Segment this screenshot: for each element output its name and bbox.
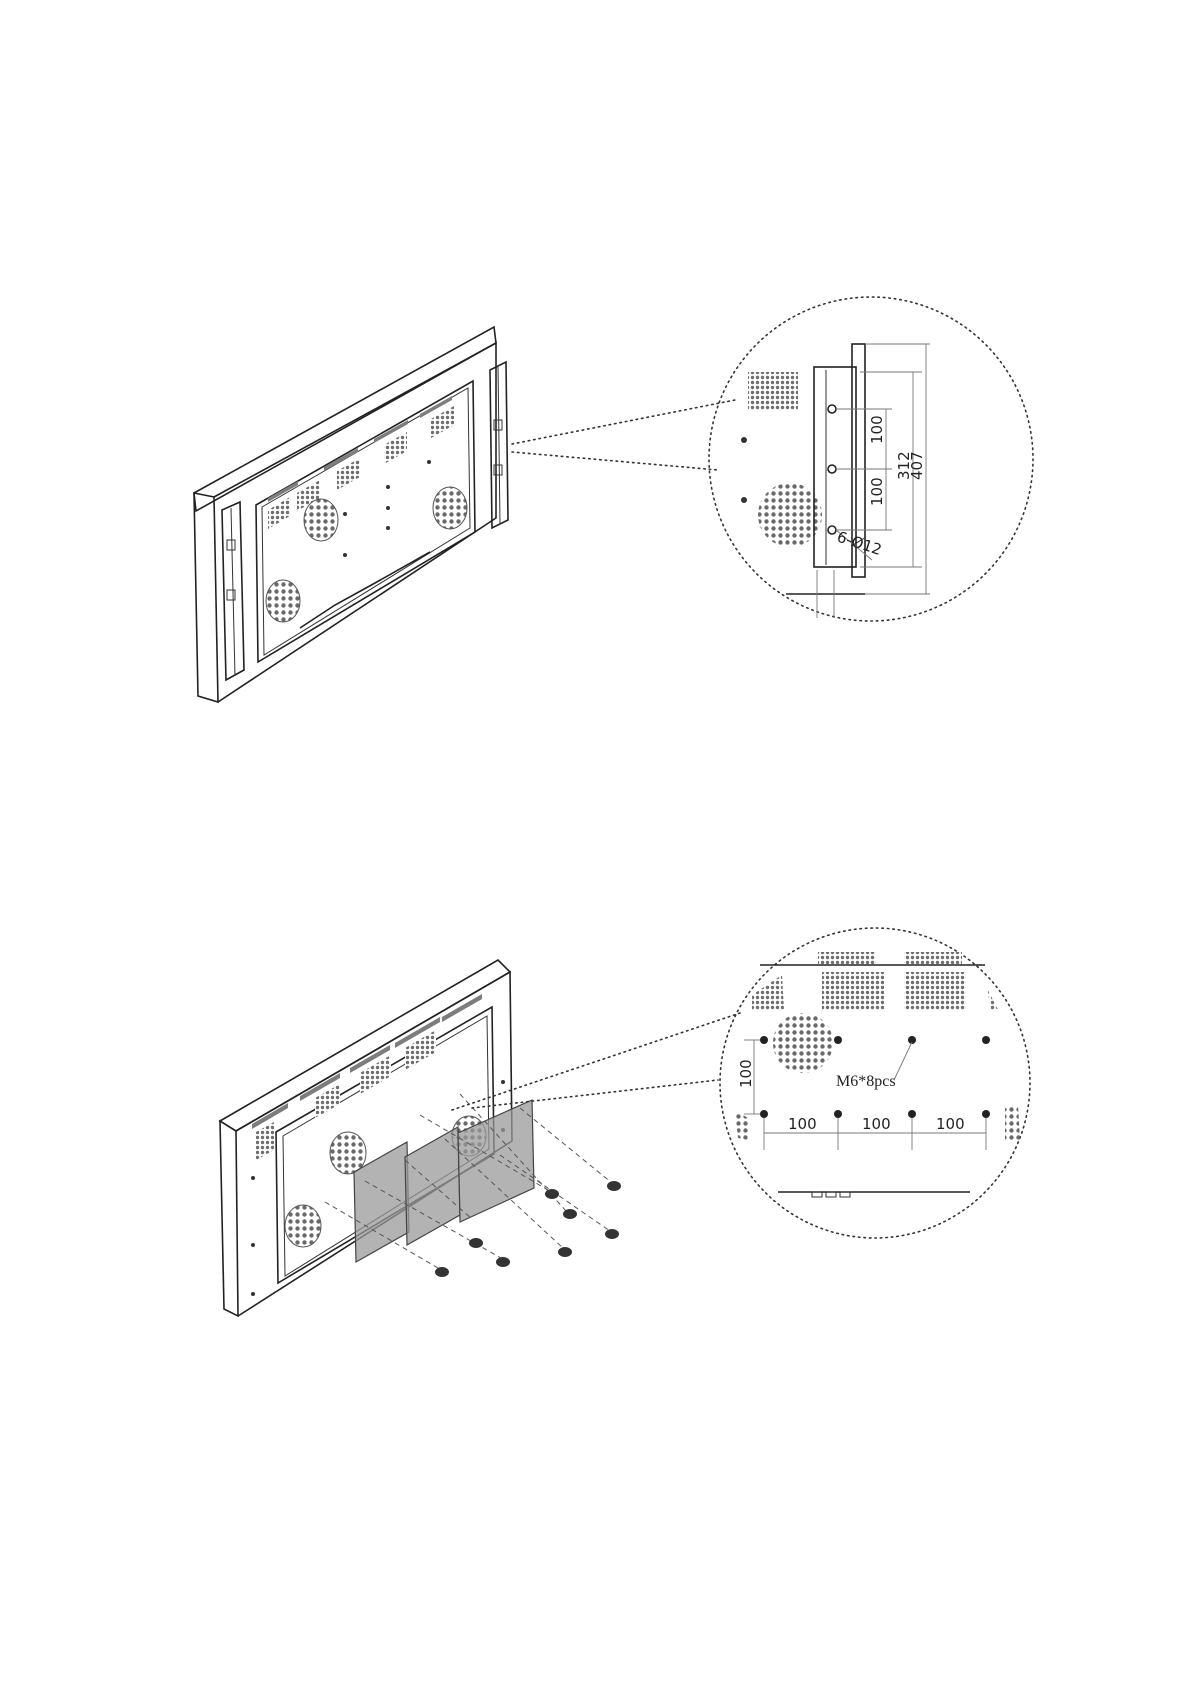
screw-note: M6*8pcs bbox=[836, 1073, 896, 1090]
figure-1-bracket-mounting: 100 100 312 407 6-Ø12 bbox=[194, 297, 1033, 702]
callout-2-fan bbox=[773, 1013, 833, 1073]
vesa-plates bbox=[354, 1100, 534, 1262]
screw-7 bbox=[607, 1181, 621, 1191]
callout-2-leader-top bbox=[452, 1013, 740, 1110]
callout-1-vent bbox=[748, 372, 798, 410]
callout-1-hole-1 bbox=[828, 405, 836, 413]
monitor-1-port-strip bbox=[300, 552, 430, 628]
monitor-1-left-side bbox=[194, 493, 218, 702]
callout-1-detail: 100 100 312 407 6-Ø12 bbox=[709, 297, 1033, 621]
callout-1-leader-bottom bbox=[512, 452, 718, 470]
dim-h3: 100 bbox=[936, 1115, 965, 1133]
screw-1 bbox=[435, 1267, 449, 1277]
vesa-plate-2 bbox=[405, 1127, 460, 1245]
dim-overall: 407 bbox=[908, 451, 926, 480]
screw-8 bbox=[605, 1229, 619, 1239]
callout-2-detail: 100 100 100 100 M6*8pcs bbox=[720, 928, 1030, 1238]
callout-1-leader-top bbox=[512, 400, 735, 444]
monitor-1-rear-view bbox=[194, 327, 508, 702]
callout-2-vent-1 bbox=[822, 972, 884, 1010]
figure-2-vesa-plate-mounting: 100 100 100 100 M6*8pcs bbox=[220, 928, 1030, 1316]
callout-1-fan bbox=[758, 483, 822, 547]
screw-3 bbox=[469, 1238, 483, 1248]
dim-spacing-top: 100 bbox=[868, 415, 886, 444]
monitor-2-top-edge bbox=[220, 960, 510, 1131]
screw-6 bbox=[563, 1209, 577, 1219]
callout-2-vent-2 bbox=[904, 972, 966, 1010]
hole-note: 6-Ø12 bbox=[835, 528, 884, 559]
monitor-1-brackets bbox=[222, 362, 508, 680]
callout-2-leader-bottom bbox=[472, 1080, 718, 1108]
callout-1-hole-3 bbox=[828, 526, 836, 534]
callout-1-hole-2 bbox=[828, 465, 836, 473]
screw-4 bbox=[558, 1247, 572, 1257]
screw-2 bbox=[496, 1257, 510, 1267]
callout-1-circle bbox=[709, 297, 1033, 621]
monitor-2-left-side bbox=[220, 1121, 238, 1316]
dim-h1: 100 bbox=[788, 1115, 817, 1133]
dim-h2: 100 bbox=[862, 1115, 891, 1133]
screw-5 bbox=[545, 1189, 559, 1199]
dim-vertical: 100 bbox=[737, 1059, 755, 1088]
dim-spacing-bottom: 100 bbox=[868, 477, 886, 506]
